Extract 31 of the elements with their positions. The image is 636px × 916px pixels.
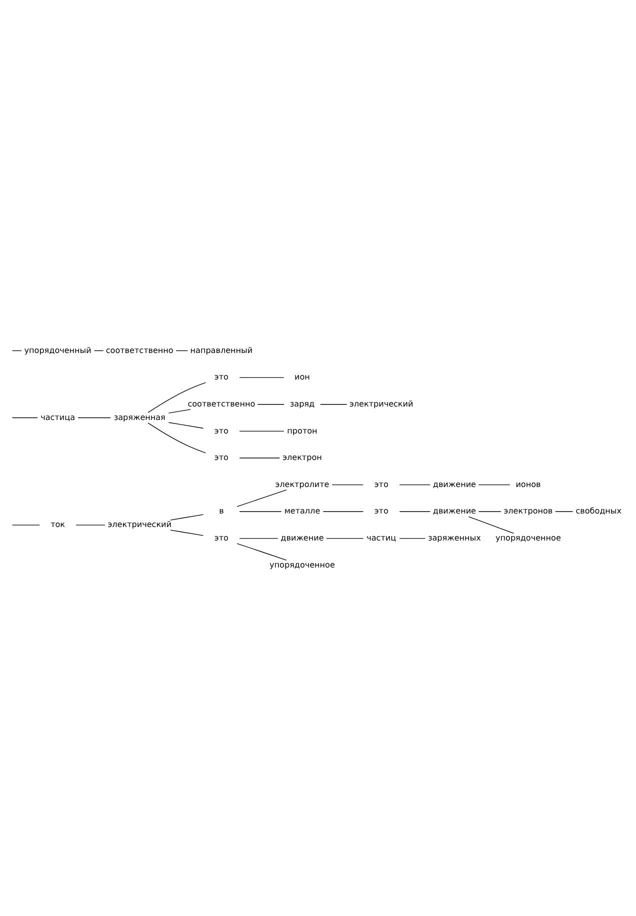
connector [399,511,431,512]
connector [555,511,574,512]
connector [320,404,348,405]
connector [12,524,40,526]
connector [239,538,278,539]
connector [322,511,364,512]
connector [236,543,287,560]
connector [78,417,111,418]
connector [332,484,364,486]
connector [399,538,426,539]
connector [148,382,206,413]
connector [94,350,104,352]
connector [468,516,514,534]
connector [239,430,284,432]
connector [76,524,106,526]
connector [12,417,38,418]
connector [257,404,284,405]
connector [326,538,364,539]
connector [170,514,204,520]
connector [239,511,282,512]
connector [239,377,284,378]
connector [478,511,502,512]
connector [236,490,287,507]
connector [176,350,188,352]
connector [478,484,510,486]
connector [170,530,204,536]
connector [148,422,206,454]
connector [399,484,431,486]
connector [168,422,204,429]
connector [12,350,22,352]
connector [168,409,191,414]
